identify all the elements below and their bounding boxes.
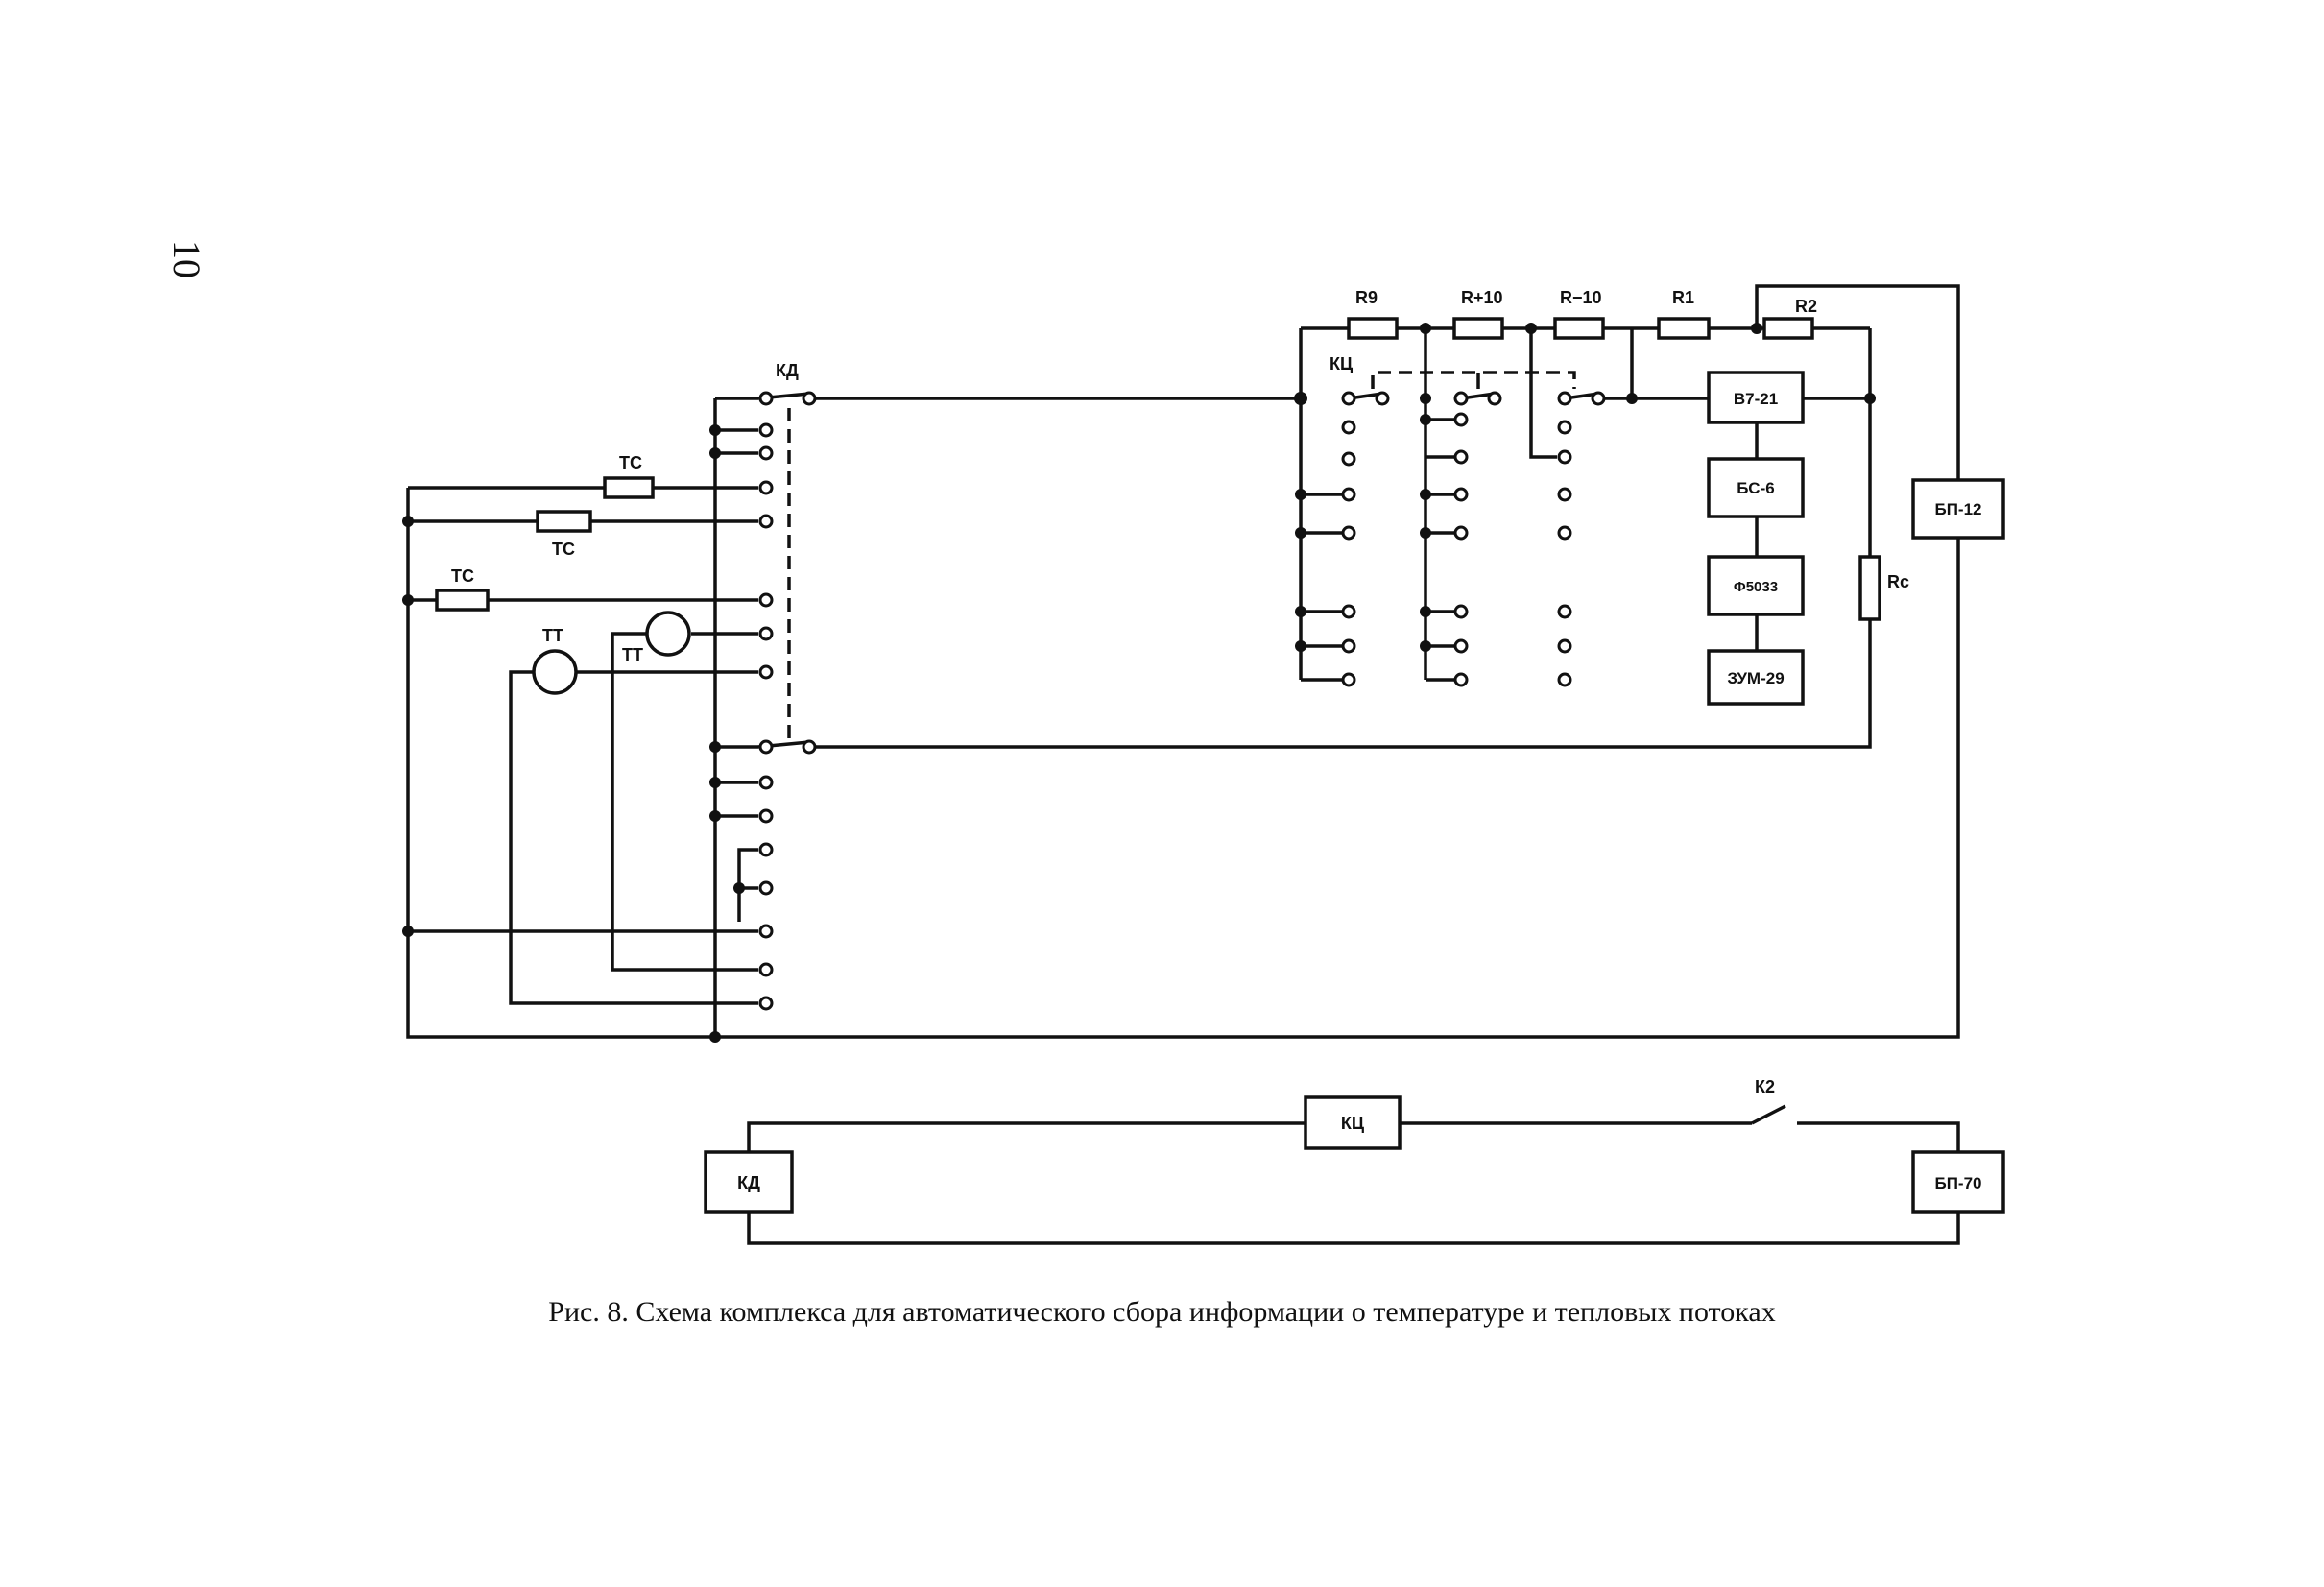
junctions-left <box>402 424 745 1043</box>
kc-contacts-col1 <box>1341 391 1390 687</box>
label-r1: R1 <box>1672 288 1694 307</box>
block-bp-70-label: БП-70 <box>1934 1174 1981 1192</box>
block-zum-29 <box>1707 649 1805 706</box>
block-bp-12 <box>1911 478 2005 540</box>
kd-switch-bottom <box>757 739 817 755</box>
block-kd-label: КД <box>737 1173 760 1192</box>
block-bs-6 <box>1707 457 1805 518</box>
label-kd: КД <box>776 361 799 380</box>
block-f5033-label: Ф5033 <box>1734 579 1778 595</box>
junctions-right <box>1294 323 1876 652</box>
block-kc-label: КЦ <box>1341 1114 1365 1133</box>
label-rc: Rc <box>1887 572 1909 591</box>
block-kc <box>1304 1095 1402 1150</box>
block-b7-21-label: В7-21 <box>1734 390 1778 408</box>
kd-terminals <box>758 422 774 1011</box>
label-r9: R9 <box>1355 288 1378 307</box>
block-bp-70 <box>1911 1150 2005 1214</box>
block-zum-29-label: ЗУМ-29 <box>1727 669 1784 687</box>
label-r-plus10: R+10 <box>1461 288 1503 307</box>
label-tc-1: ТС <box>619 453 642 472</box>
tc-resistor-3 <box>435 589 490 612</box>
label-tc-3: ТС <box>451 566 474 586</box>
block-f5033 <box>1707 555 1805 616</box>
block-b7-21 <box>1707 371 1805 424</box>
tt-sensor-2 <box>645 611 691 657</box>
main-wires <box>406 284 1960 1039</box>
label-k2: К2 <box>1755 1077 1775 1096</box>
kd-switch-top <box>757 391 817 406</box>
tc-resistor-2 <box>536 510 592 533</box>
resistor-r-plus10 <box>1452 317 1504 340</box>
label-tt-1: ТТ <box>542 626 563 645</box>
label-r-minus10: R−10 <box>1560 288 1602 307</box>
block-kd <box>704 1150 794 1214</box>
label-r2: R2 <box>1795 297 1817 316</box>
kc-contacts-col2 <box>1453 391 1502 687</box>
label-tt-2: ТТ <box>622 645 643 664</box>
control-loop-wires <box>747 1104 1960 1245</box>
resistor-rc <box>1858 555 1881 621</box>
figure-caption: Рис. 8. Схема комплекса для автоматическ… <box>548 1296 1776 1328</box>
resistor-r2 <box>1762 317 1814 340</box>
tt-sensor-1 <box>532 649 578 695</box>
resistor-r-minus10 <box>1553 317 1605 340</box>
resistor-r9 <box>1347 317 1399 340</box>
tc-resistor-1 <box>603 476 655 499</box>
block-bp-12-label: БП-12 <box>1934 500 1981 518</box>
label-tc-2: ТС <box>552 540 575 559</box>
kc-contacts-col3 <box>1557 391 1606 687</box>
block-bs-6-label: БС-6 <box>1737 479 1774 497</box>
resistor-r1 <box>1657 317 1711 340</box>
label-kc: КЦ <box>1330 354 1354 373</box>
